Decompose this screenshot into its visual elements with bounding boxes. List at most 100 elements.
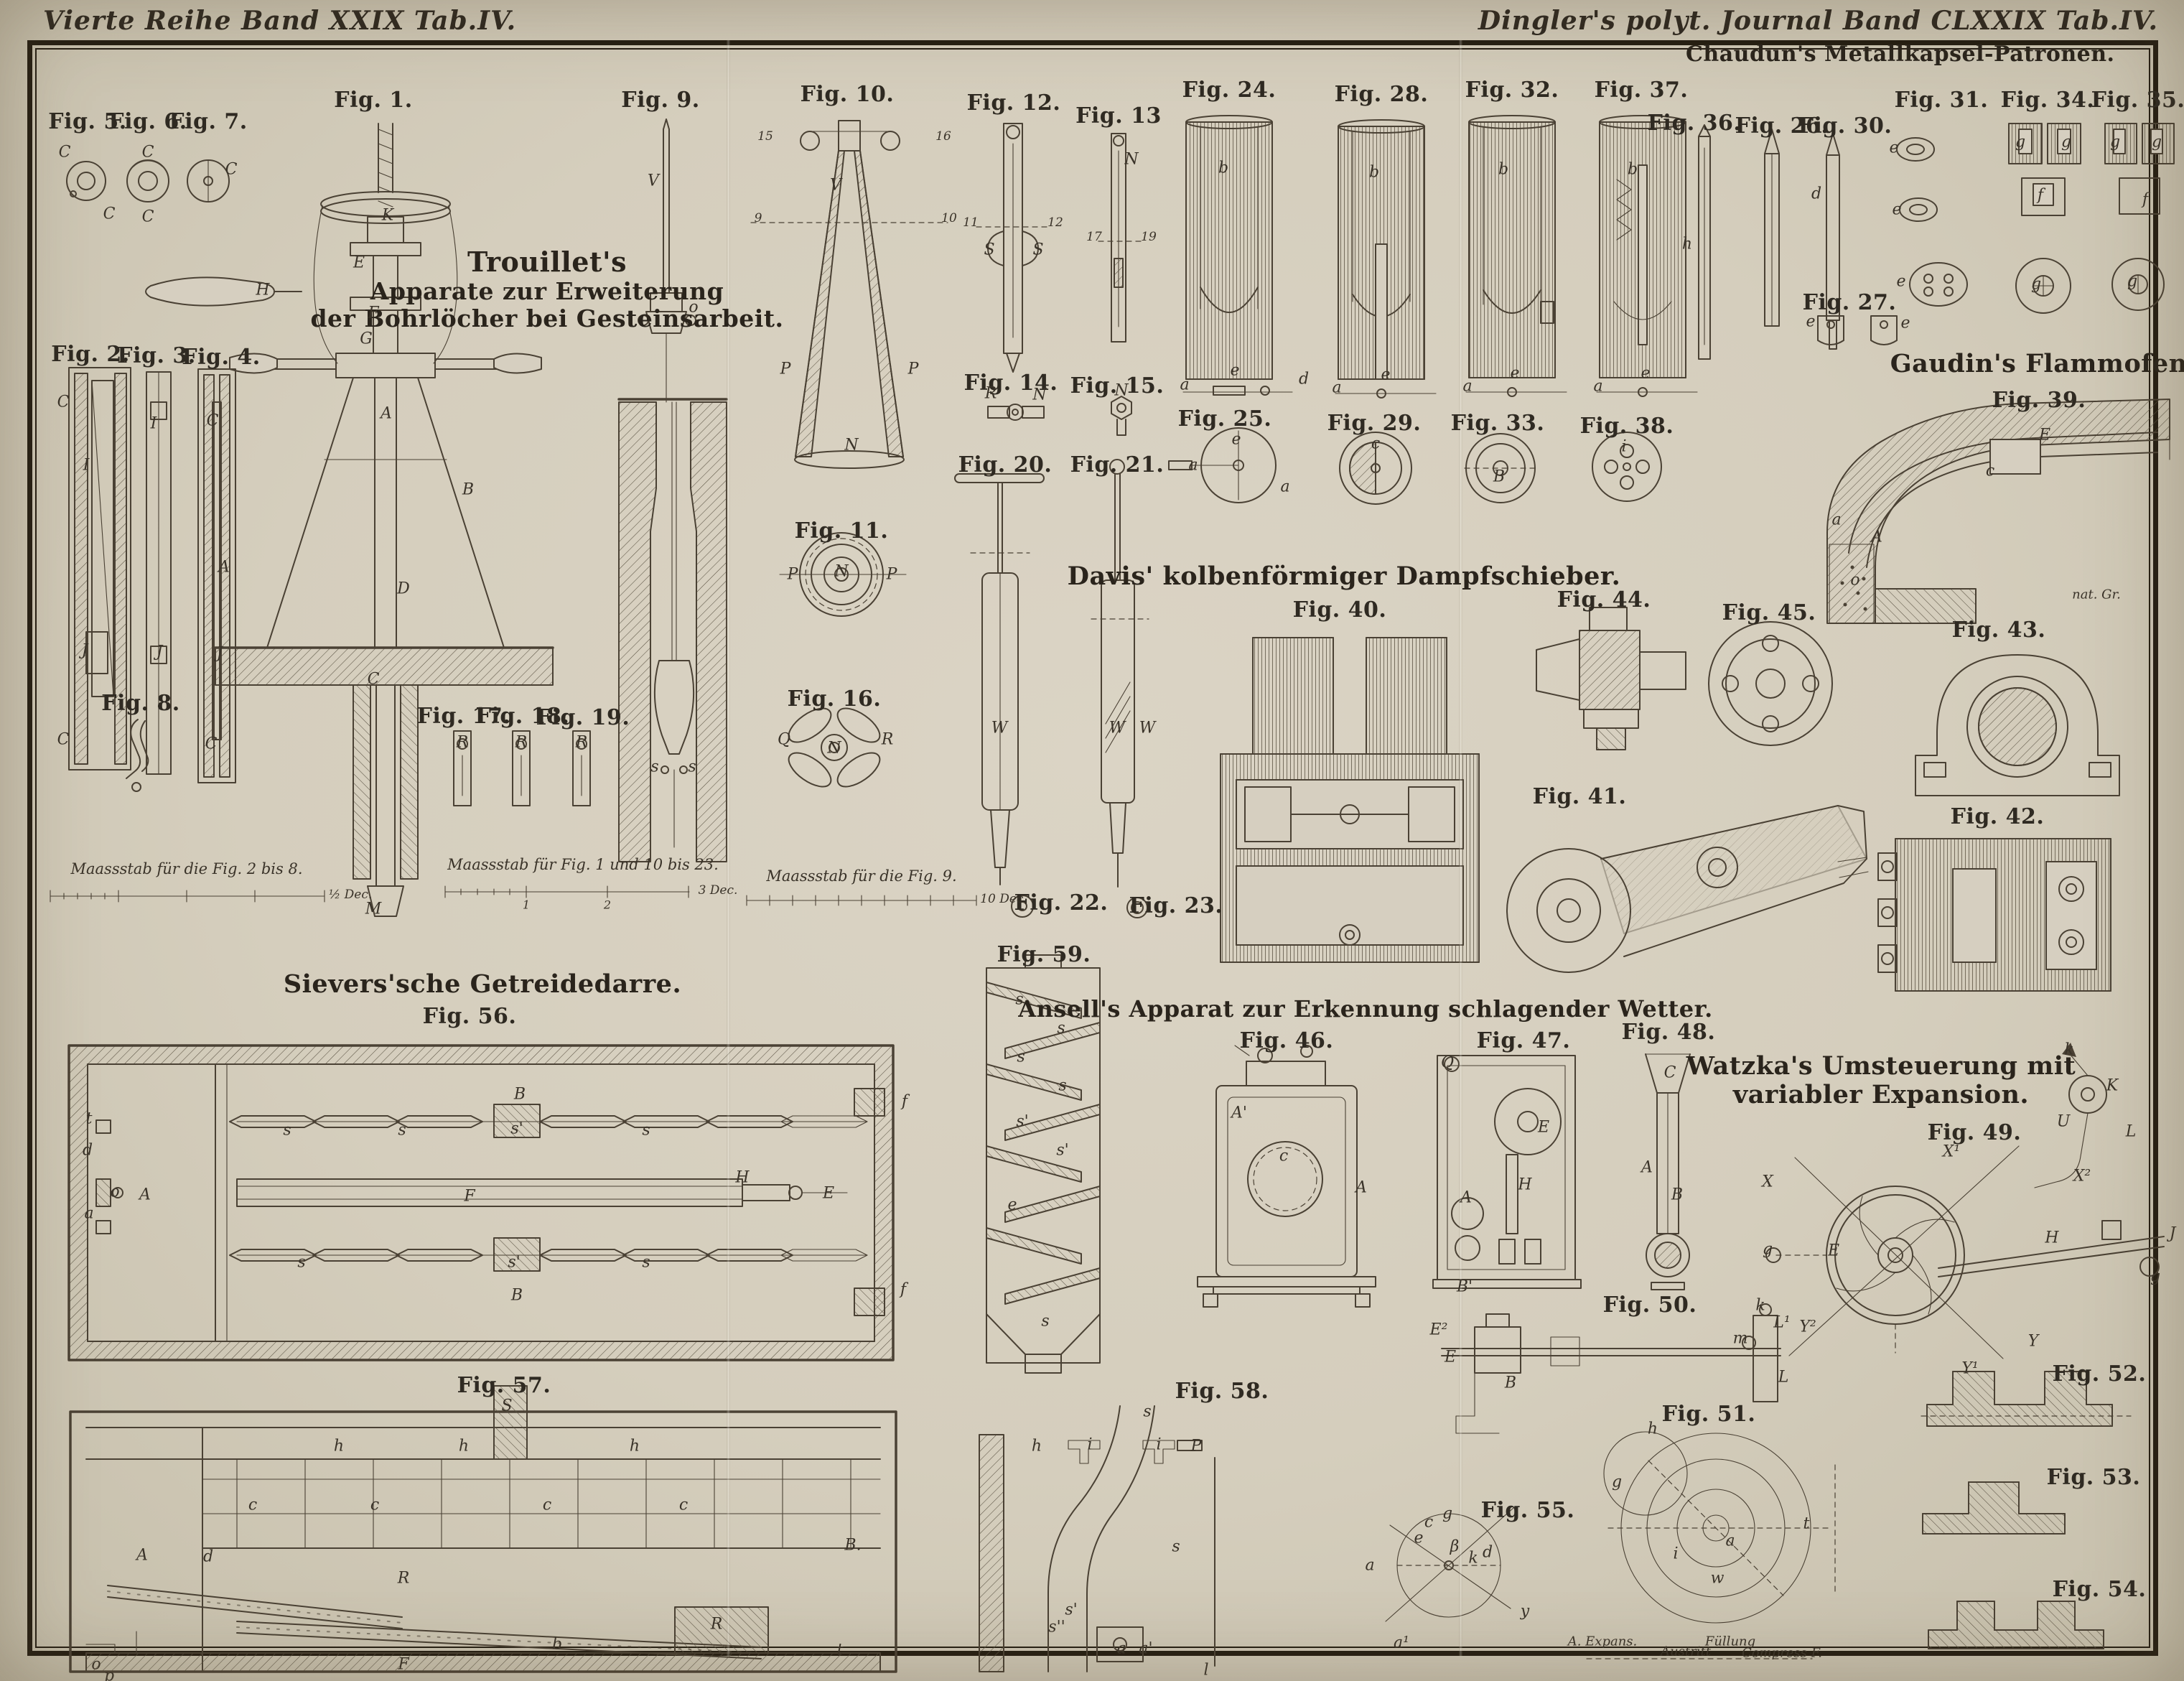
crank-handle-drawing [145,276,302,307]
part-letter: g [2127,272,2138,291]
part-letter: e [1414,1529,1424,1547]
fig-40-drawing [1220,637,1480,963]
figure-label: Fig. 4. [182,345,261,370]
part-letter: R [881,730,894,749]
part-letter: a [1332,378,1342,397]
part-letter: H [256,281,270,299]
fig-46-drawing [1197,1045,1376,1308]
part-letter: l [1203,1661,1209,1680]
figure-label: Fig. 16. [787,686,882,712]
part-letter: e [1381,365,1391,384]
part-letter: s [283,1121,291,1140]
part-letter: h [333,1437,345,1456]
figure-label: Fig. 53. [2046,1465,2141,1490]
figure-label: Fig. 17. [416,704,511,729]
fig-20-drawing [954,473,1045,885]
part-letter: B [1493,467,1506,486]
part-letter: C [141,143,154,162]
part-letter: b [551,1635,563,1654]
figure-label: Fig. 22. [1014,890,1109,916]
figure-label: Fig. 5. [48,109,127,134]
part-letter: Y [2027,1332,2039,1351]
part-letter: b [1498,160,1509,179]
part-letter: e [1892,200,1902,219]
fig-25-drawing [1168,427,1277,503]
part-letter: d [202,1547,214,1566]
part-letter: J [81,641,88,660]
figure-label: Fig. 9. [621,88,700,113]
part-letter: g [1442,1504,1453,1523]
part-letter: E [1827,1242,1840,1260]
part-letter: s' [1056,1141,1069,1160]
part-letter: R [710,1615,723,1634]
part-letter: G [360,330,373,348]
part-letter: I [83,456,90,475]
figure-label: Fig. 52. [2052,1361,2147,1387]
fig-15-drawing [1111,396,1132,436]
part-letter: s' [510,1119,523,1138]
part-letter: e [1230,361,1240,380]
fig-48-drawing [1645,1053,1691,1290]
figure-label: Fig. 56. [422,1004,517,1029]
part-letter: ½ Dec. [328,888,373,902]
fig-17-19-drawing [453,730,591,806]
part-letter: f [2037,186,2044,205]
part-letter: w [1710,1569,1725,1588]
part-letter: a [1116,1639,1126,1658]
part-letter: c [248,1496,258,1514]
part-letter: g [2150,1267,2161,1286]
figure-label: Fig. 31. [1894,88,1989,113]
figure-label: Fig. 25. [1177,406,1272,432]
fig-45-drawing [1708,621,1833,746]
part-letter: C [225,160,238,179]
figure-label: Fig. 29. [1327,411,1422,436]
figure-label: Fig. 58. [1175,1379,1269,1404]
part-letter: F [368,304,379,322]
section-title-davis: Davis' kolbenförmiger Dampfschieber. [1067,562,1621,591]
figure-label: Fig. 49. [1927,1120,2022,1145]
section-title-sievers: Sievers'sche Getreidedarre. [283,969,682,999]
part-letter: C [141,208,154,226]
part-letter: m [1732,1329,1748,1348]
part-letter: W [1139,719,1156,737]
fig-54-drawing [1928,1601,2104,1649]
part-letter: P [787,565,798,584]
part-letter: E [822,1184,835,1203]
part-letter: A [1460,1188,1472,1207]
part-letter: g [2151,133,2162,152]
figure-label: Fig. 40. [1292,597,1387,623]
part-letter: t [85,1109,93,1128]
figure-label: Fig. 21. [1070,452,1165,478]
fig-16-drawing [788,707,881,788]
part-letter: s [398,1121,406,1140]
part-letter: g [2030,275,2042,294]
figure-label: Fig. 23. [1129,893,1223,918]
part-letter: C [1663,1063,1676,1082]
fig-35-drawing [2104,123,2175,311]
part-letter: d [1298,370,1310,388]
figure-label: Fig. 39. [1992,388,2086,413]
part-letter: g [2109,133,2121,152]
part-letter: c [1424,1513,1434,1532]
figure-label: Fig. 28. [1334,82,1429,107]
part-letter: c [1985,462,1995,480]
fig-29-drawing [1339,432,1412,505]
scale-caption: Maassstab für Fig. 1 und 10 bis 23. [447,856,719,873]
part-letter: nat. Gr. [2072,587,2121,602]
part-letter: 3 Dec. [698,883,738,898]
part-letter: E [1444,1348,1457,1366]
part-letter: C [58,143,71,162]
part-letter: A [218,558,230,577]
part-letter: J [2169,1224,2176,1243]
part-letter: p [103,1667,115,1681]
figure-label: Fig. 30. [1798,113,1893,139]
fig-3-drawing [146,371,172,775]
part-letter: N [844,436,859,455]
figure-label: Fig. 47. [1476,1028,1571,1053]
figure-label: Fig. 41. [1532,784,1627,809]
part-letter: g [1762,1240,1773,1259]
part-letter: β [1450,1537,1460,1556]
part-letter: 17 [1086,230,1102,244]
part-letter: J [156,643,163,661]
figure-label: Fig. 59. [997,942,1091,967]
